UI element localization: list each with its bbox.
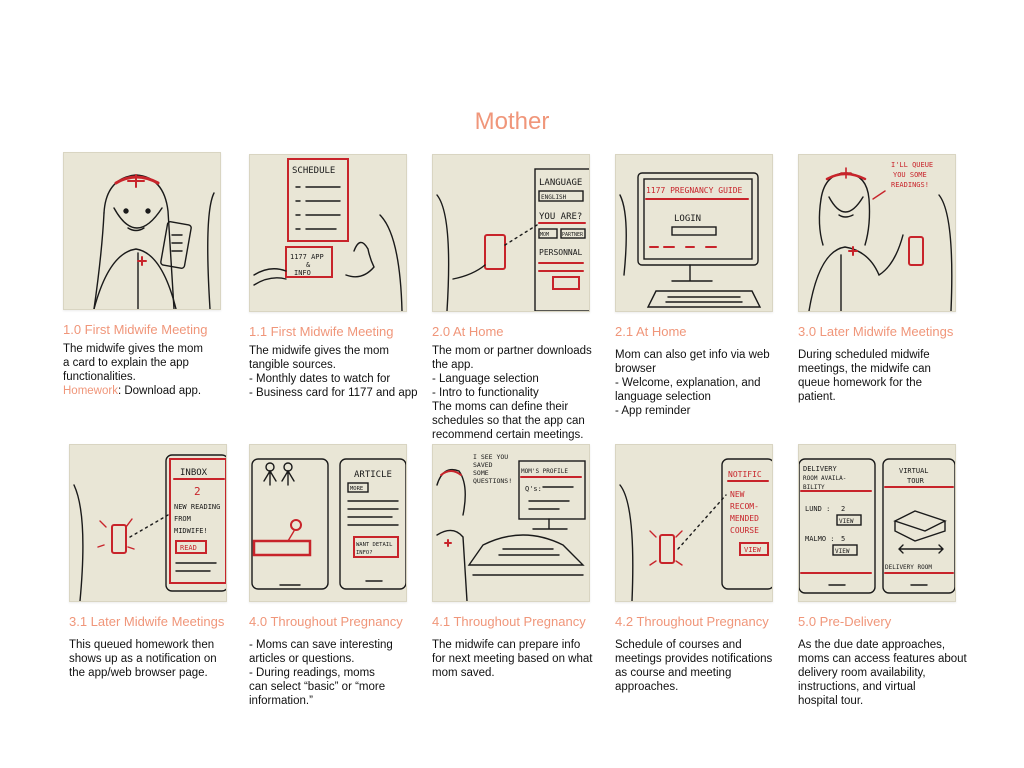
svg-text:LUND :: LUND : [805, 505, 830, 513]
svg-text:MOM: MOM [540, 232, 549, 238]
panel-heading: 3.0 Later Midwife Meetings [798, 324, 954, 339]
svg-text:PERSONNAL: PERSONNAL [539, 248, 583, 257]
svg-text:INBOX: INBOX [180, 468, 208, 478]
svg-text:TOUR: TOUR [907, 477, 925, 485]
svg-text:5: 5 [841, 535, 845, 543]
svg-text:ROOM AVAILA-: ROOM AVAILA- [803, 475, 846, 482]
svg-text:MIDWIFE!: MIDWIFE! [174, 527, 208, 535]
sketch-midwife-with-phone [63, 152, 221, 310]
svg-text:1177 PREGNANCY GUIDE: 1177 PREGNANCY GUIDE [646, 186, 743, 195]
panel-heading: 4.1 Throughout Pregnancy [432, 614, 586, 629]
svg-text:YOU SOME: YOU SOME [893, 171, 927, 179]
svg-text:&: & [306, 261, 311, 269]
panel-heading: 1.0 First Midwife Meeting [63, 322, 208, 337]
panel-description: - Moms can save interesting articles or … [249, 639, 393, 707]
svg-text:DELIVERY: DELIVERY [803, 465, 838, 473]
sketch-language-selection: LANGUAGE ENGLISH YOU ARE? MOM PARTNER PE… [432, 154, 590, 312]
svg-text:MALMO :: MALMO : [805, 535, 835, 543]
svg-text:RECOM-: RECOM- [730, 502, 759, 511]
svg-text:VIEW: VIEW [835, 548, 850, 555]
storyboard-panel-4-2: NOTIFIC NEW RECOM- MENDED COURSE VIEW 4.… [615, 444, 795, 694]
storyboard-panel-1-1: SCHEDULE 1177 APP & INFO 1.1 First Midwi… [249, 154, 429, 400]
panel-heading: 3.1 Later Midwife Meetings [69, 614, 225, 629]
svg-text:VIRTUAL: VIRTUAL [899, 467, 929, 475]
panel-description: The mom or partner downloads the app. - … [432, 345, 592, 441]
panel-heading: 2.0 At Home [432, 324, 504, 339]
svg-text:1177 APP: 1177 APP [290, 253, 324, 261]
svg-text:I'LL QUEUE: I'LL QUEUE [891, 161, 933, 169]
svg-text:PARTNER: PARTNER [562, 232, 584, 238]
svg-text:VIEW: VIEW [744, 546, 762, 554]
storyboard-panel-2-0: LANGUAGE ENGLISH YOU ARE? MOM PARTNER PE… [432, 154, 612, 442]
svg-text:2: 2 [841, 505, 845, 513]
sketch-save-articles: ARTICLE MORE WANT DETAIL INFO? [249, 444, 407, 602]
svg-text:NEW READING: NEW READING [174, 503, 220, 511]
panel-description: As the due date approaches, moms can acc… [798, 639, 967, 707]
svg-text:DELIVERY ROOM: DELIVERY ROOM [885, 564, 932, 571]
homework-label: Homework [63, 385, 118, 397]
panel-heading: 4.0 Throughout Pregnancy [249, 614, 403, 629]
panel-description: During scheduled midwife meetings, the m… [798, 349, 931, 403]
svg-text:YOU ARE?: YOU ARE? [539, 212, 582, 222]
panel-description: The midwife gives the mom tangible sourc… [249, 345, 418, 399]
storyboard-panel-5-0: DELIVERY ROOM AVAILA- BILITY LUND : 2 VI… [798, 444, 978, 708]
svg-text:INFO?: INFO? [356, 550, 373, 556]
panel-heading: 4.2 Throughout Pregnancy [615, 614, 769, 629]
svg-text:QUESTIONS!: QUESTIONS! [473, 477, 512, 485]
svg-text:READ: READ [180, 544, 197, 552]
panel-description: Mom can also get info via web browser - … [615, 349, 770, 417]
panel-heading: 1.1 First Midwife Meeting [249, 324, 394, 339]
panel-description: The midwife gives the mom a card to expl… [63, 343, 203, 397]
svg-text:2: 2 [194, 485, 201, 498]
sketch-schedule-and-card: SCHEDULE 1177 APP & INFO [249, 154, 407, 312]
svg-text:NEW: NEW [730, 490, 745, 499]
panel-description: The midwife can prepare info for next me… [432, 639, 593, 679]
svg-text:BILITY: BILITY [803, 484, 825, 491]
svg-text:READINGS!: READINGS! [891, 181, 929, 189]
svg-text:MORE: MORE [350, 486, 363, 492]
panel-description: Schedule of courses and meetings provide… [615, 639, 773, 693]
svg-text:LOGIN: LOGIN [674, 214, 701, 224]
svg-text:SCHEDULE: SCHEDULE [292, 166, 335, 176]
svg-text:I SEE YOU: I SEE YOU [473, 453, 508, 461]
page-title: Mother [474, 108, 550, 135]
svg-text:LANGUAGE: LANGUAGE [539, 178, 582, 188]
sketch-midwife-profile: I SEE YOU SAVED SOME QUESTIONS! MOM'S PR… [432, 444, 590, 602]
svg-text:INFO: INFO [294, 269, 311, 277]
panel-description: This queued homework then shows up as a … [69, 639, 217, 679]
storyboard-panel-3-1: INBOX 2 NEW READING FROM MIDWIFE! READ 3… [69, 444, 249, 680]
svg-text:COURSE: COURSE [730, 526, 759, 535]
svg-text:FROM: FROM [174, 515, 191, 523]
svg-text:NOTIFIC: NOTIFIC [728, 470, 762, 479]
sketch-course-notification: NOTIFIC NEW RECOM- MENDED COURSE VIEW [615, 444, 773, 602]
panel-heading: 5.0 Pre-Delivery [798, 614, 892, 629]
svg-text:MOM'S PROFILE: MOM'S PROFILE [521, 468, 568, 475]
sketch-inbox-notification: INBOX 2 NEW READING FROM MIDWIFE! READ [69, 444, 227, 602]
svg-text:MENDED: MENDED [730, 514, 759, 523]
storyboard-panel-3-0: I'LL QUEUE YOU SOME READINGS! 3.0 Later … [798, 154, 978, 404]
sketch-web-login: 1177 PREGNANCY GUIDE LOGIN [615, 154, 773, 312]
storyboard-panel-2-1: 1177 PREGNANCY GUIDE LOGIN 2.1 At Home M… [615, 154, 795, 418]
panel-heading: 2.1 At Home [615, 324, 687, 339]
sketch-midwife-queue-readings: I'LL QUEUE YOU SOME READINGS! [798, 154, 956, 312]
svg-text:SAVED: SAVED [473, 461, 493, 469]
svg-text:ENGLISH: ENGLISH [541, 194, 567, 201]
svg-text:Q's:: Q's: [525, 485, 542, 493]
sketch-delivery-room: DELIVERY ROOM AVAILA- BILITY LUND : 2 VI… [798, 444, 956, 602]
svg-text:SOME: SOME [473, 469, 489, 477]
svg-text:VIEW: VIEW [839, 518, 854, 525]
storyboard-panel-4-1: I SEE YOU SAVED SOME QUESTIONS! MOM'S PR… [432, 444, 612, 680]
svg-text:WANT DETAIL: WANT DETAIL [356, 542, 393, 548]
storyboard-panel-1-0: 1.0 First Midwife Meeting The midwife gi… [63, 152, 243, 398]
storyboard-panel-4-0: ARTICLE MORE WANT DETAIL INFO? 4.0 Throu… [249, 444, 429, 708]
svg-text:ARTICLE: ARTICLE [354, 470, 392, 480]
